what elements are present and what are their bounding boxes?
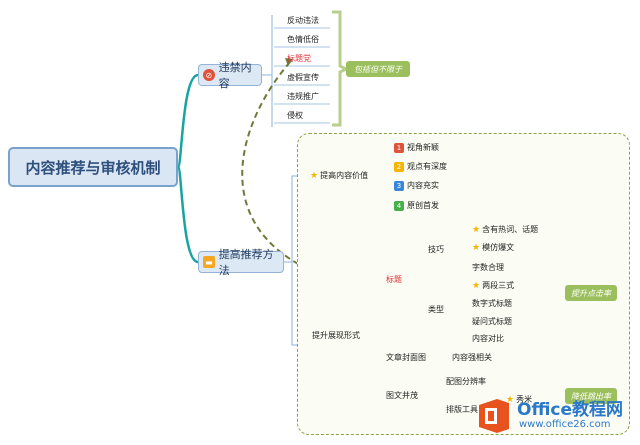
watermark-url: www.office26.com [519,419,611,430]
star-icon: ★ [310,171,319,181]
number-badge: 4 [394,200,404,211]
types-node[interactable]: 类型 [428,305,444,314]
star-icon: ★ [472,243,481,253]
star-icon: ★ [506,395,515,405]
richtext-item[interactable]: 排版工具 [446,405,478,414]
skill-item[interactable]: ★含有热词、话题 [472,224,538,236]
value-item-text: 视角新颖 [407,143,439,152]
skill-item-text: 含有热词、话题 [482,225,539,234]
branch-promote[interactable]: ▬ 提高推荐方法 [198,248,284,277]
richtext-node[interactable]: 图文并茂 [386,391,418,400]
bounce-rate-tag[interactable]: 降低跳出率 [565,388,617,404]
type-item[interactable]: ★两段三式 [472,280,514,292]
prohibited-item[interactable]: 标题党 [287,54,311,63]
forbidden-icon: ⊘ [203,69,215,81]
branch-promote-label: 提高推荐方法 [218,248,274,277]
branch-prohibited[interactable]: ⊘ 违禁内容 [198,61,262,90]
number-badge: 3 [394,180,404,191]
note-tag[interactable]: 包括但不限于 [346,61,410,77]
promote-boundary [297,133,630,435]
type-item[interactable]: 内容对比 [472,334,504,343]
cover-node[interactable]: 文章封面图 [386,353,426,362]
type-item[interactable]: 数字式标题 [472,299,512,308]
number-badge: 1 [394,142,404,153]
richtext-item[interactable]: 配图分辨率 [446,377,486,386]
tool-item[interactable]: ★秀米 [506,394,532,406]
skills-node[interactable]: 技巧 [428,245,444,254]
prohibited-item[interactable]: 反动违法 [287,16,319,25]
prohibited-item[interactable]: 侵权 [287,111,303,120]
display-node[interactable]: 提升展现形式 [312,331,360,340]
prohibited-item[interactable]: 色情低俗 [287,35,319,44]
root-title: 内容推荐与审核机制 [25,158,161,177]
value-item-text: 内容充实 [407,181,439,190]
root-node[interactable]: 内容推荐与审核机制 [8,147,178,187]
branch-prohibited-label: 违禁内容 [218,61,252,90]
type-item[interactable]: 疑问式标题 [472,317,512,326]
value-label: 提高内容价值 [320,171,369,180]
watermark-logo: Office教程网 www.office26.com [475,393,635,439]
prohibited-item[interactable]: 虚假宣传 [287,73,319,82]
value-item-text: 观点有深度 [407,162,447,171]
office-icon [479,399,509,433]
number-badge: 2 [394,161,404,172]
cover-item[interactable]: 内容强相关 [452,353,492,362]
skill-item-text: 模仿爆文 [482,243,515,252]
star-icon: ★ [472,225,481,235]
value-node[interactable]: ★提高内容价值 [310,170,368,182]
skill-item[interactable]: ★模仿爆文 [472,242,514,254]
value-item-text: 原创首发 [407,201,439,210]
folder-icon: ▬ [203,256,215,268]
tool-item-text: 秀米 [516,395,533,404]
watermark-brand: Office教程网 [517,400,624,420]
skill-item[interactable]: 字数合理 [472,263,504,272]
star-icon: ★ [472,281,481,291]
prohibited-item[interactable]: 违规推广 [287,92,319,101]
title-node[interactable]: 标题 [386,275,402,284]
type-item-text: 两段三式 [482,281,515,290]
click-rate-tag[interactable]: 提升点击率 [565,285,617,301]
